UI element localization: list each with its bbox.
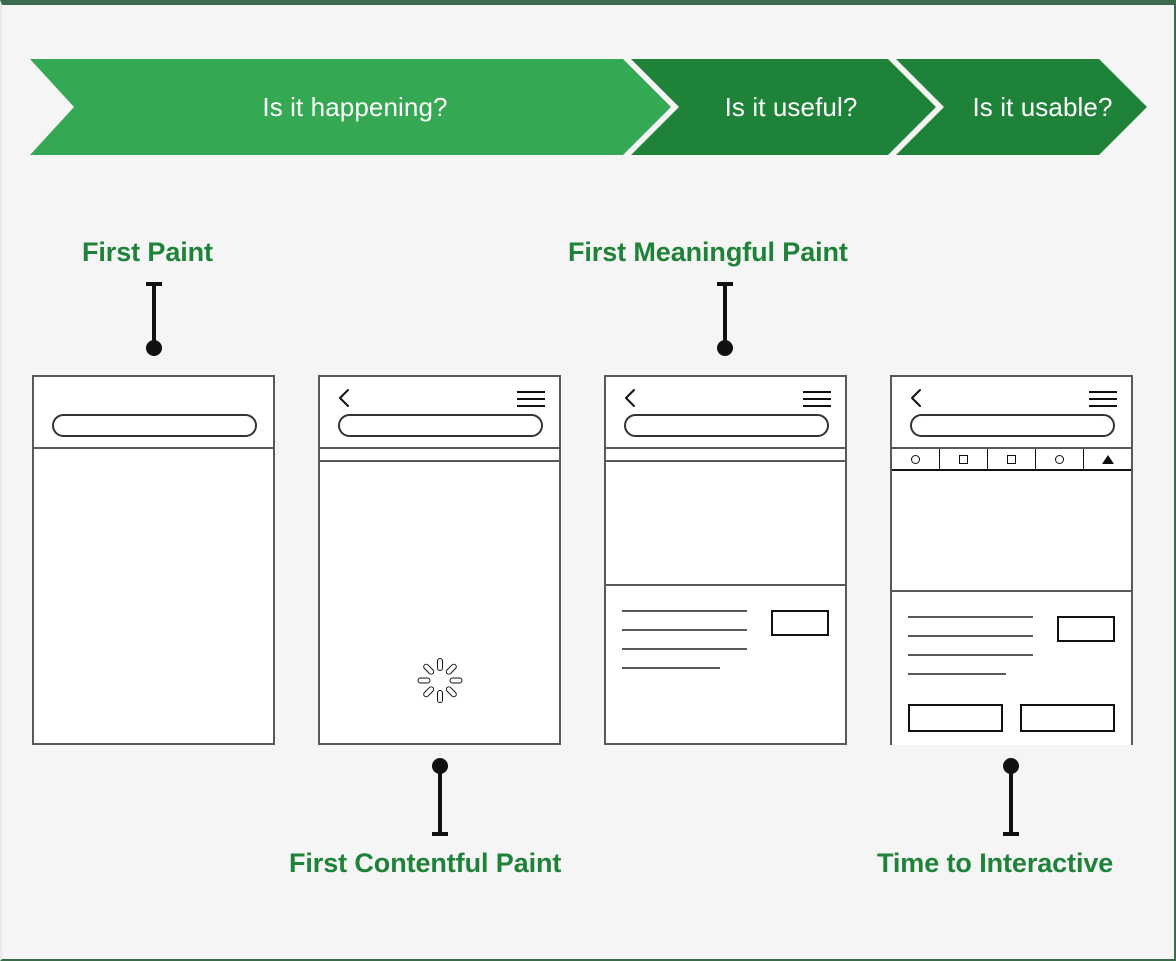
pointer-cap	[432, 832, 448, 836]
spinner-segment	[444, 684, 458, 699]
toolbar-item-3[interactable]	[988, 449, 1036, 469]
hamburger-bar	[1089, 398, 1117, 400]
content-region	[892, 592, 1131, 745]
address-bar[interactable]	[624, 414, 829, 437]
pointer-time-to-interactive	[1000, 758, 1022, 840]
button-placeholder-right[interactable]	[1020, 704, 1115, 732]
hamburger-menu-icon[interactable]	[1089, 391, 1117, 408]
browser-tab-strip	[320, 449, 559, 462]
metric-label-time-to-interactive: Time to Interactive	[877, 848, 1114, 878]
browser-tab-strip	[606, 449, 845, 462]
text-placeholder-line	[908, 673, 1006, 675]
text-placeholder-line	[622, 629, 747, 631]
hamburger-bar	[803, 405, 831, 407]
hamburger-bar	[517, 405, 545, 407]
text-placeholder-line	[622, 610, 747, 612]
hamburger-menu-icon[interactable]	[517, 391, 545, 408]
phone-mockup-first-paint	[32, 375, 275, 745]
back-chevron-icon[interactable]	[622, 387, 638, 409]
metric-label-first-paint: First Paint	[82, 237, 213, 267]
phone-mockup-time-to-interactive	[890, 375, 1133, 745]
back-chevron-icon[interactable]	[908, 387, 924, 409]
spinner-segment	[436, 689, 443, 703]
hamburger-bar	[517, 398, 545, 400]
spinner-segment	[436, 657, 443, 671]
pointer-dot	[717, 340, 733, 356]
triangle-icon	[1101, 454, 1114, 464]
phone-mockup-first-contentful-paint	[318, 375, 561, 745]
spinner-segment	[417, 677, 430, 683]
hamburger-bar	[1089, 405, 1117, 407]
text-placeholder-line	[622, 667, 720, 669]
spinner-segment	[421, 661, 435, 676]
text-placeholder-line	[622, 648, 747, 650]
content-divider	[606, 584, 845, 586]
toolbar-item-2[interactable]	[940, 449, 988, 469]
toolbar-item-5[interactable]	[1084, 449, 1131, 469]
browser-chrome	[892, 377, 1131, 449]
hamburger-bar	[803, 398, 831, 400]
hero-region-placeholder	[892, 471, 1131, 590]
loading-spinner-icon	[416, 656, 464, 704]
browser-chrome	[34, 377, 273, 449]
browser-chrome	[606, 377, 845, 449]
pointer-dot	[146, 340, 162, 356]
phase-segment-2-shape	[896, 59, 1147, 155]
hamburger-menu-icon[interactable]	[803, 391, 831, 408]
phase-banner: Is it happening? Is it useful? Is it usa…	[30, 59, 1147, 155]
square-icon	[1007, 454, 1016, 464]
pointer-dot	[1003, 758, 1019, 774]
spinner-segment	[421, 684, 435, 699]
text-placeholder-line	[908, 654, 1033, 656]
phone-mockup-first-meaningful-paint	[604, 375, 847, 745]
hamburger-bar	[803, 391, 831, 393]
page-viewport	[34, 449, 273, 743]
pointer-first-meaningful-paint	[714, 282, 736, 358]
square-icon	[959, 454, 968, 464]
image-placeholder	[1057, 616, 1115, 642]
pointer-first-contentful-paint	[429, 758, 451, 840]
circle-icon	[911, 454, 920, 464]
pointer-first-paint	[143, 282, 165, 358]
spinner-segment	[449, 677, 462, 683]
image-placeholder	[771, 610, 829, 636]
metric-label-first-meaningful-paint: First Meaningful Paint	[568, 237, 848, 267]
pointer-stem	[723, 284, 727, 342]
content-region	[606, 586, 845, 741]
spinner-segment	[444, 661, 458, 676]
content-divider	[892, 590, 1131, 592]
address-bar[interactable]	[52, 414, 257, 437]
button-row	[908, 704, 1115, 732]
address-bar[interactable]	[910, 414, 1115, 437]
browser-chrome	[320, 377, 559, 449]
text-placeholder-group	[622, 610, 747, 669]
hamburger-bar	[1089, 391, 1117, 393]
phase-segment-0-shape	[30, 59, 671, 155]
text-placeholder-group	[908, 616, 1033, 675]
pointer-stem	[1009, 772, 1013, 834]
metric-label-first-contentful-paint: First Contentful Paint	[289, 848, 562, 878]
text-placeholder-line	[908, 635, 1033, 637]
pointer-dot	[432, 758, 448, 774]
page-viewport	[320, 462, 559, 741]
hamburger-bar	[517, 391, 545, 393]
toolbar-item-4[interactable]	[1036, 449, 1084, 469]
pointer-cap	[1003, 832, 1019, 836]
toolbar-item-1[interactable]	[892, 449, 940, 469]
button-placeholder-left[interactable]	[908, 704, 1003, 732]
hero-region-placeholder	[606, 462, 845, 584]
circle-icon	[1055, 454, 1064, 464]
pointer-stem	[438, 772, 442, 834]
address-bar[interactable]	[338, 414, 543, 437]
text-placeholder-line	[908, 616, 1033, 618]
back-chevron-icon[interactable]	[336, 387, 352, 409]
phase-segment-1-shape	[631, 59, 936, 155]
nav-toolbar	[892, 449, 1131, 471]
pointer-stem	[152, 284, 156, 342]
